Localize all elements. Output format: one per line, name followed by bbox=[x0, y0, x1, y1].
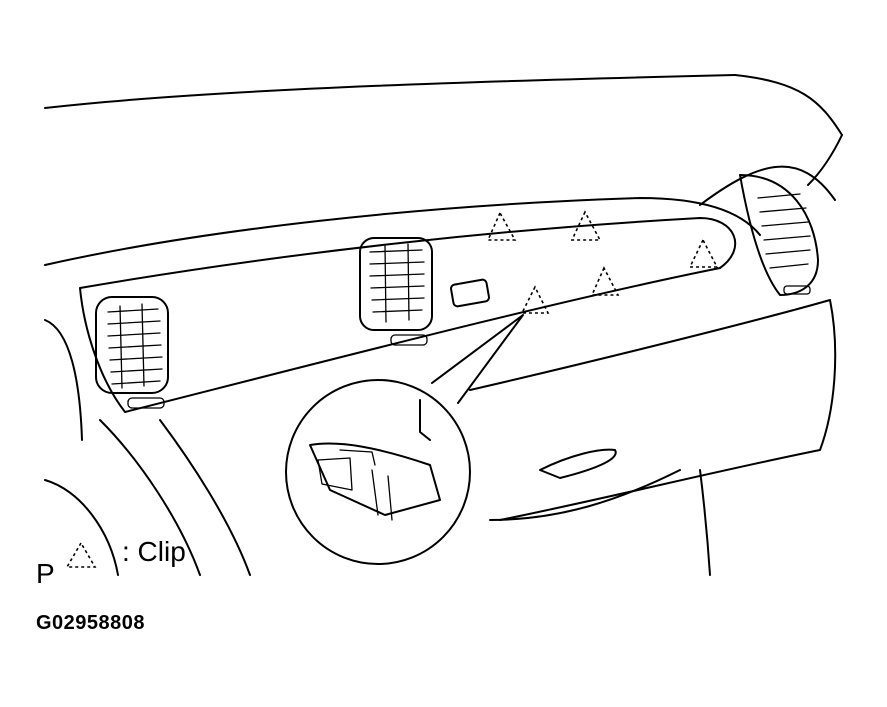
dash-center-panel bbox=[79, 217, 737, 413]
dash-right-contour bbox=[699, 165, 836, 206]
a-pillar-line bbox=[807, 134, 843, 186]
clip-magnified-view bbox=[285, 379, 471, 565]
glove-box-outline bbox=[469, 299, 837, 521]
left-lower-arc bbox=[44, 479, 119, 576]
clip-markers bbox=[486, 210, 719, 314]
dash-top-edge bbox=[44, 74, 736, 109]
dashed-triangle-icon bbox=[65, 541, 97, 568]
leader-line bbox=[431, 314, 524, 404]
dash-top-curve bbox=[734, 74, 843, 136]
clip-marker-1 bbox=[486, 211, 517, 241]
dash-lower-edge bbox=[489, 469, 681, 521]
legend-clip-label: : Clip bbox=[122, 536, 186, 567]
figure-code: G02958808 bbox=[36, 612, 146, 634]
clip-marker-2 bbox=[570, 210, 602, 241]
glove-box-handle bbox=[539, 448, 617, 479]
center-air-vent bbox=[359, 237, 433, 346]
clip-marker-3 bbox=[688, 238, 719, 268]
clip-marker-4 bbox=[590, 266, 620, 296]
right-side-air-vent bbox=[739, 174, 819, 296]
dash-sensor-opening bbox=[449, 278, 491, 308]
left-console-line-2 bbox=[159, 419, 251, 576]
dash-upper-contour bbox=[44, 197, 761, 266]
legend-prefix: P bbox=[36, 558, 55, 589]
left-air-vent bbox=[95, 296, 169, 409]
steering-wheel-outline bbox=[44, 319, 83, 441]
clip-marker-5 bbox=[520, 285, 550, 314]
left-console-line bbox=[99, 419, 201, 576]
dash-lower-right bbox=[699, 469, 711, 576]
